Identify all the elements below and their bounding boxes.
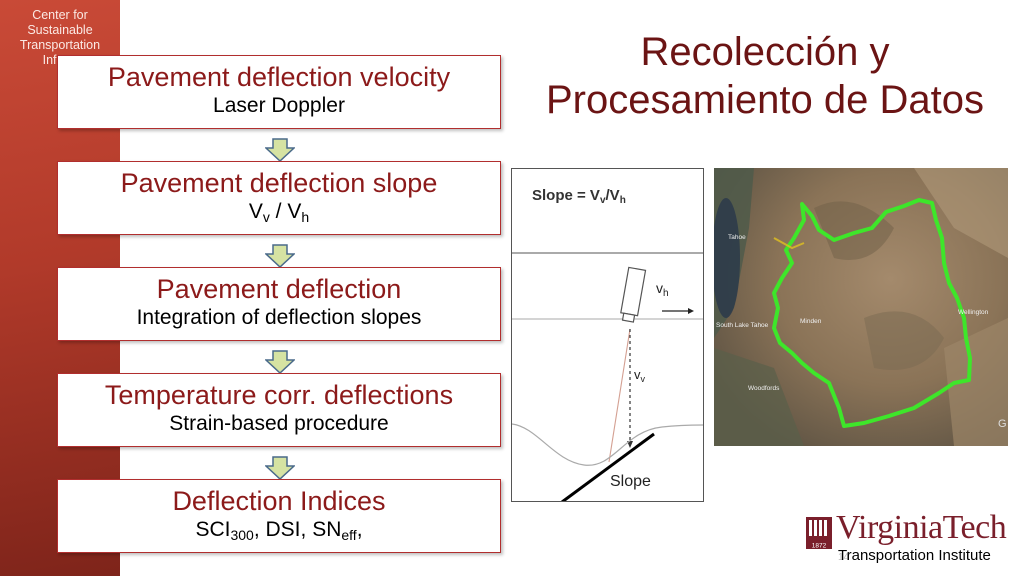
institute-name: Transportation Institute	[838, 547, 991, 564]
map-place-label: Wellington	[958, 309, 989, 316]
satellite-map-image	[714, 168, 1008, 446]
route-map: Tahoe South Lake Tahoe Minden Woodfords …	[714, 168, 1008, 446]
svg-text:1872: 1872	[812, 543, 827, 550]
virginia-tech-wordmark: VirginiaTech	[836, 509, 1007, 546]
route-path	[772, 198, 972, 428]
step-box-indices: Deflection Indices SCI300, DSI, SNeff,	[57, 479, 501, 553]
map-corner-mark: G	[998, 418, 1007, 430]
slide-title: Recolección y Procesamiento de Datos	[520, 28, 1010, 124]
slope-formula: Slope = Vv/Vh	[532, 187, 626, 206]
step-box-velocity: Pavement deflection velocity Laser Doppl…	[57, 55, 501, 129]
slope-diagram-figure: Slope = Vv/Vh vh vv Slope	[512, 187, 703, 501]
step-subtitle: SCI300, DSI, SNeff,	[195, 518, 363, 543]
slope-label: Slope	[610, 473, 651, 490]
step-box-temperature: Temperature corr. deflections Strain-bas…	[57, 373, 501, 447]
vv-arrowhead	[627, 441, 633, 448]
step-box-deflection: Pavement deflection Integration of defle…	[57, 267, 501, 341]
laser-sensor	[620, 266, 647, 323]
deflection-basin-curve	[512, 423, 703, 466]
step-title: Pavement deflection slope	[120, 168, 438, 198]
step-box-slope: Pavement deflection slope Vv / Vh	[57, 161, 501, 235]
step-subtitle: Laser Doppler	[213, 94, 345, 117]
title-line-1: Recolección y	[640, 30, 890, 74]
title-line-2: Procesamiento de Datos	[545, 78, 984, 122]
down-arrow-icon	[265, 138, 295, 162]
step-subtitle: Integration of deflection slopes	[136, 306, 422, 329]
slope-diagram: Slope = Vv/Vh vh vv Slope	[511, 168, 704, 502]
step-subtitle: Vv / Vh	[248, 200, 310, 225]
map-place-label: Woodfords	[748, 385, 780, 392]
down-arrow-icon	[265, 350, 295, 374]
slope-tangent-line	[561, 432, 655, 501]
map-place-label: South Lake Tahoe	[716, 322, 769, 329]
map-place-label: Minden	[800, 318, 822, 325]
step-subtitle: Strain-based procedure	[169, 412, 389, 435]
virginia-tech-logo-icon: 1872	[806, 517, 832, 549]
step-title: Pavement deflection velocity	[107, 62, 451, 92]
laser-beam	[608, 328, 631, 463]
step-title: Pavement deflection	[156, 274, 402, 304]
vh-label: vh	[656, 280, 669, 299]
vv-label: vv	[634, 367, 646, 384]
step-title: Temperature corr. deflections	[104, 380, 454, 410]
organization-name: Center for Sustainable Transportation In…	[19, 8, 101, 67]
step-title: Deflection Indices	[172, 486, 386, 516]
down-arrow-icon	[265, 456, 295, 480]
page-number: 14	[838, 552, 850, 563]
down-arrow-icon	[265, 244, 295, 268]
map-place-label: Tahoe	[728, 234, 746, 241]
vh-arrowhead	[688, 308, 694, 314]
